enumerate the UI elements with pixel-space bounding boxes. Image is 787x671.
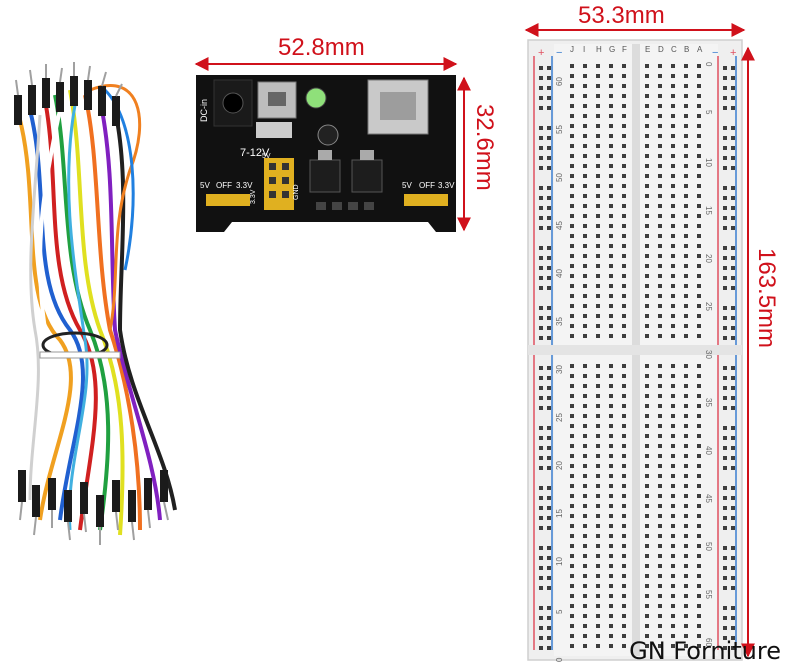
row-number: 50	[555, 173, 564, 182]
pin-label-3v3: 3.3V	[250, 189, 257, 204]
right-jumper-3v3: 3.3V	[438, 181, 455, 190]
module-height-label: 32.6mm	[471, 104, 498, 191]
column-letters-right: E D C B A	[645, 45, 703, 54]
voltage-regulator-left	[309, 159, 341, 193]
breadboard-holes	[539, 64, 735, 650]
row-number: 60	[704, 638, 713, 647]
dc-in-label: DC-in	[199, 99, 209, 122]
row-number: 10	[704, 158, 713, 167]
pin-label-gnd: GND	[293, 184, 300, 200]
svg-text:+: +	[538, 47, 544, 59]
column-letter: A	[697, 45, 703, 54]
row-number: 20	[555, 461, 564, 470]
jumper-wire-bundle	[14, 62, 177, 545]
row-number: 55	[704, 590, 713, 599]
row-number: 0	[704, 62, 713, 67]
column-letter: C	[671, 45, 677, 54]
row-number: 10	[555, 557, 564, 566]
row-number: 30	[704, 350, 713, 359]
row-number: 0	[555, 657, 564, 662]
row-number: 5	[555, 609, 564, 614]
svg-text:−: −	[556, 47, 562, 59]
column-letter: I	[583, 45, 585, 54]
jumper-left	[206, 194, 250, 206]
column-letter: B	[684, 45, 689, 54]
left-jumper-off: OFF	[216, 181, 232, 190]
column-letter: D	[658, 45, 664, 54]
row-number: 45	[555, 221, 564, 230]
row-number: 35	[555, 317, 564, 326]
jumper-right	[404, 194, 448, 206]
column-letter: E	[645, 45, 650, 54]
row-number: 15	[704, 206, 713, 215]
svg-text:−: −	[712, 47, 718, 59]
row-number: 25	[704, 302, 713, 311]
column-letter: J	[570, 45, 574, 54]
column-letters-left: J I H G F	[570, 45, 627, 54]
right-jumper-off: OFF	[419, 181, 435, 190]
row-numbers: 0055101015152020252530303535404045455050…	[555, 62, 713, 662]
breadboard-width-label: 53.3mm	[578, 2, 665, 29]
row-number: 45	[704, 494, 713, 503]
svg-text:+: +	[730, 47, 736, 59]
row-number: 20	[704, 254, 713, 263]
row-number: 60	[555, 77, 564, 86]
module-width-label: 52.8mm	[278, 34, 365, 61]
column-letter: G	[609, 45, 615, 54]
left-jumper-3v3: 3.3V	[236, 181, 253, 190]
row-number: 40	[704, 446, 713, 455]
power-led	[305, 87, 327, 109]
row-number: 55	[555, 125, 564, 134]
breadboard-height-label: 163.5mm	[753, 248, 780, 349]
row-number: 35	[704, 398, 713, 407]
column-letter: F	[622, 45, 627, 54]
left-jumper-5v: 5V	[200, 181, 210, 190]
row-number: 40	[555, 269, 564, 278]
pin-label-5v: 5V	[262, 153, 271, 160]
row-number: 15	[555, 509, 564, 518]
watermark: GN Forniture	[629, 637, 781, 665]
row-number: 50	[704, 542, 713, 551]
row-number: 5	[704, 110, 713, 115]
row-number: 30	[555, 365, 564, 374]
pin-header	[264, 158, 294, 210]
voltage-regulator-right	[351, 159, 383, 193]
voltage-label: 7-12V	[240, 147, 270, 159]
right-jumper-5v: 5V	[402, 181, 412, 190]
power-supply-module: DC-in 7-12V 5V OFF 3.3V 5V OFF 3.3V 5V 3…	[196, 75, 456, 232]
solderless-breadboard: + − − + J I H G F E D C B A 005510101515…	[527, 39, 743, 662]
row-number: 25	[555, 413, 564, 422]
column-letter: H	[596, 45, 602, 54]
